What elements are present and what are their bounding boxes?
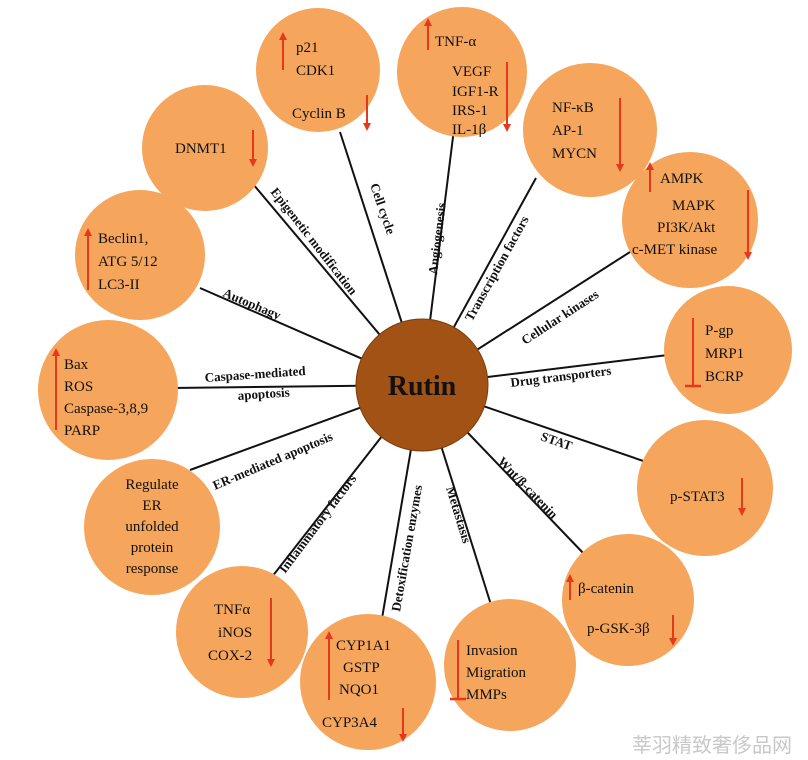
petal-transcription: NF-κB AP-1 MYCN: [523, 63, 657, 197]
petal-cell-cycle: p21 CDK1 Cyclin B: [256, 8, 380, 132]
item-text: AP-1: [552, 123, 584, 139]
spoke-label-caspase-line1: Caspase-mediated: [204, 363, 307, 385]
item-text: ER: [142, 498, 161, 514]
spoke-label-epigenetic: Epigenetic modification: [268, 185, 361, 299]
spoke-label-metastasis: Metastasis: [443, 484, 474, 544]
watermark: 莘羽精致奢侈品网: [632, 733, 792, 757]
item-text: Invasion: [466, 643, 518, 659]
petal-circle: [637, 420, 773, 556]
center-label: Rutin: [388, 371, 457, 402]
item-text: TNFα: [214, 602, 250, 618]
item-text: IGF1-R: [452, 84, 499, 100]
item-text: GSTP: [343, 660, 380, 676]
petal-circle: [256, 8, 380, 132]
petal-circle: [664, 286, 792, 414]
spoke-label-angiogenesis: Angiogenesis: [425, 202, 449, 276]
item-text: COX-2: [208, 648, 252, 664]
item-text: iNOS: [218, 625, 252, 641]
petal-drug: P-gp MRP1 BCRP: [664, 286, 792, 414]
item-text: Migration: [466, 665, 526, 681]
item-text: LC3-II: [98, 277, 140, 293]
petal-circle: [523, 63, 657, 197]
item-text: CYP3A4: [322, 715, 378, 731]
petal-detox: CYP1A1 GSTP NQO1 CYP3A4: [300, 614, 436, 750]
item-text: NF-κB: [552, 100, 594, 116]
spoke-label-wnt: Wnt/β-catenin: [495, 454, 562, 522]
petal-stat: p-STAT3: [637, 420, 773, 556]
item-text: CYP1A1: [336, 638, 391, 654]
spoke-label-drug: Drug transporters: [510, 363, 613, 390]
petal-epigenetic: DNMT1: [142, 85, 268, 211]
item-text: Bax: [64, 357, 89, 373]
item-text: PI3K/Akt: [657, 220, 716, 236]
item-text: Regulate: [125, 477, 179, 493]
item-text: IL-1β: [452, 122, 486, 138]
petal-circle: [562, 534, 694, 666]
petals: p21 CDK1 Cyclin B TNF-α VEGF IGF1-R IRS-…: [38, 7, 792, 750]
petal-circle: [38, 320, 178, 460]
item-text: p21: [296, 40, 319, 56]
item-text: VEGF: [452, 64, 491, 80]
item-text: protein: [131, 540, 174, 556]
item-text: β-catenin: [578, 581, 634, 597]
spoke-label-caspase-line2: apoptosis: [237, 384, 290, 403]
item-text: p-GSK-3β: [587, 621, 650, 637]
item-text: P-gp: [705, 323, 733, 339]
petal-kinases: AMPK MAPK PI3K/Akt c-MET kinase: [622, 152, 758, 288]
petal-circle: [397, 7, 527, 137]
item-text: DNMT1: [175, 141, 227, 157]
petal-circle: [444, 599, 576, 731]
spoke-label-transcription: Transcription factors: [462, 213, 532, 323]
petal-circle: [176, 566, 308, 698]
spoke-label-kinases: Cellular kinases: [518, 286, 601, 347]
item-text: CDK1: [296, 63, 335, 79]
petal-angiogenesis: TNF-α VEGF IGF1-R IRS-1 IL-1β: [397, 7, 527, 138]
item-text: PARP: [64, 423, 100, 439]
item-text: Beclin1,: [98, 231, 148, 247]
item-text: BCRP: [705, 369, 743, 385]
petal-circle: [84, 459, 220, 595]
petal-circle: [622, 152, 758, 288]
item-text: p-STAT3: [670, 489, 725, 505]
item-text: IRS-1: [452, 103, 488, 119]
item-text: NQO1: [339, 682, 379, 698]
item-text: TNF-α: [435, 34, 476, 50]
petal-er: Regulate ER unfolded protein response: [84, 459, 220, 595]
item-text: MYCN: [552, 146, 597, 162]
item-text: ATG 5/12: [98, 254, 158, 270]
item-text: MRP1: [705, 346, 744, 362]
item-text: MAPK: [672, 198, 716, 214]
petal-metastasis: Invasion Migration MMPs: [444, 599, 576, 731]
petal-autophagy: Beclin1, ATG 5/12 LC3-II: [75, 190, 205, 320]
item-text: MMPs: [466, 687, 507, 703]
petal-circle: [142, 85, 268, 211]
spoke-label-stat: STAT: [539, 429, 574, 454]
item-text: unfolded: [125, 519, 179, 535]
item-text: Cyclin B: [292, 106, 346, 122]
item-text: ROS: [64, 379, 93, 395]
petal-circle: [75, 190, 205, 320]
item-text: Caspase-3,8,9: [64, 401, 148, 417]
spoke-label-autophagy: Autophagy: [221, 285, 284, 323]
petal-wnt: β-catenin p-GSK-3β: [562, 534, 694, 666]
item-text: c-MET kinase: [632, 242, 717, 258]
petal-caspase: Bax ROS Caspase-3,8,9 PARP: [38, 320, 178, 460]
spoke-label-inflam: Inflammatory factors: [275, 471, 359, 575]
center-node: Rutin: [355, 318, 489, 452]
item-text: AMPK: [660, 171, 704, 187]
spoke-label-er: ER-mediated apoptosis: [210, 429, 335, 493]
petal-inflam: TNFα iNOS COX-2: [176, 566, 308, 698]
center-circle: [355, 318, 489, 452]
item-text: response: [126, 561, 179, 577]
